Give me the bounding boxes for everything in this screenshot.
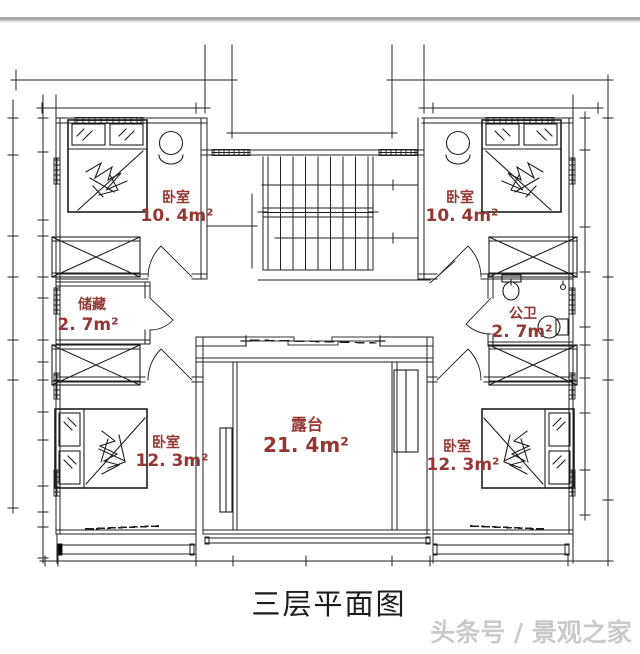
walls [55, 117, 574, 535]
page-top-divider [0, 17, 640, 23]
door-bedroom-bottom-left [147, 348, 193, 381]
room-label-bedroom-top-left: 卧室 10. 4m² [140, 189, 213, 226]
room-area: 10. 4m² [425, 206, 498, 226]
room-labels: 卧室 10. 4m² 卧室 10. 4m² 储藏 2. 7m² 公卫 2. 7m… [57, 189, 552, 475]
toilet-symbol [501, 274, 522, 301]
room-area: 2. 7m² [491, 322, 552, 342]
room-label-storage: 储藏 2. 7m² [57, 296, 118, 335]
floor-drain-icon [559, 280, 567, 291]
room-name: 卧室 [162, 189, 190, 206]
dimension-lines [7, 44, 614, 567]
room-name: 公卫 [509, 306, 537, 322]
room-area: 2. 7m² [57, 315, 118, 335]
drawing-caption: 三层平面图 [251, 587, 406, 621]
staircase [257, 156, 431, 281]
room-label-bedroom-top-right: 卧室 10. 4m² [425, 189, 498, 226]
room-area: 12. 3m² [426, 455, 499, 475]
terrace-planter-left [219, 427, 233, 513]
room-name: 卧室 [443, 438, 471, 455]
table-symbol-top-left [158, 130, 184, 165]
watermark-text: 头条号 / 景观之家 [430, 618, 632, 647]
door-bedroom-top-right [436, 245, 482, 278]
room-label-bedroom-bottom-right: 卧室 12. 3m² [426, 438, 499, 475]
sink-symbol [537, 315, 569, 339]
room-name: 储藏 [77, 296, 106, 313]
doors [147, 245, 492, 381]
terrace-planter-right [393, 369, 419, 453]
table-symbol-top-right [445, 130, 471, 165]
room-area: 12. 3m² [135, 451, 208, 471]
room-label-bedroom-bottom-left: 卧室 12. 3m² [135, 434, 208, 471]
room-name: 卧室 [152, 434, 180, 451]
door-bathroom [465, 297, 492, 335]
room-name: 卧室 [446, 189, 474, 206]
room-label-terrace: 露台 21. 4m² [263, 415, 349, 457]
room-label-bathroom: 公卫 2. 7m² [491, 306, 552, 342]
door-bedroom-bottom-right [436, 348, 482, 381]
room-area: 10. 4m² [140, 206, 213, 226]
door-bedroom-top-left [147, 245, 193, 278]
door-storage [149, 297, 174, 331]
room-area: 21. 4m² [263, 433, 349, 457]
room-name: 露台 [291, 415, 323, 434]
balcony-railings [57, 339, 570, 556]
furniture [51, 119, 578, 513]
